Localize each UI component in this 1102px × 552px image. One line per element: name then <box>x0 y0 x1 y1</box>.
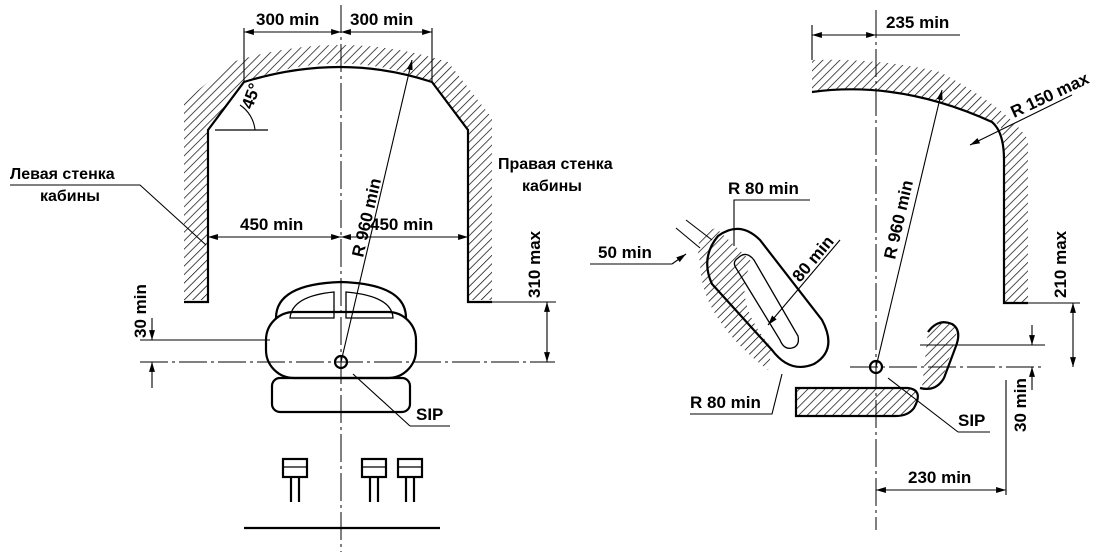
left-cab-outline <box>184 65 492 304</box>
left-wall-label-line2: кабины <box>40 188 100 205</box>
knee-hatch <box>698 228 772 370</box>
right-dim-lower: 30 min <box>1011 378 1030 432</box>
right-view: 235 min R 960 min R 150 max 210 max 30 m… <box>590 10 1092 530</box>
right-cab-outline <box>811 88 1028 305</box>
knee-radius-bottom: R 80 min <box>690 393 761 412</box>
left-roof-hatch <box>184 45 492 300</box>
knee-dim-label: 80 min <box>789 232 838 285</box>
right-dim-bottom: 230 min <box>908 468 971 487</box>
right-roof-hatch <box>812 59 1028 303</box>
right-wall-label-line1: Правая стенка <box>498 156 613 173</box>
knee-radius-top: R 80 min <box>728 179 799 198</box>
dim-height-right: 310 max <box>525 230 544 298</box>
dim-top-left: 300 min <box>256 10 319 29</box>
right-sip-label: SIP <box>958 411 985 430</box>
manikin-front: SIP <box>264 280 450 427</box>
left-wall-label-line1: Левая стенка <box>10 166 115 183</box>
offset-dim-label: 50 min <box>598 243 652 262</box>
left-view: 45° 300 min 300 min R 960 min 450 min 45… <box>10 5 613 552</box>
seat-outline <box>794 386 919 418</box>
dim-mid-right: 450 min <box>370 215 433 234</box>
knee-outline <box>706 227 830 368</box>
dim-height-left: 30 min <box>131 284 150 338</box>
right-dim-top: 235 min <box>886 13 949 32</box>
right-wall-label-line2: кабины <box>522 178 582 195</box>
dim-mid-left: 450 min <box>240 215 303 234</box>
dim-top-right: 300 min <box>350 10 413 29</box>
left-sip-label: SIP <box>416 405 443 424</box>
right-corner-radius-label: R 150 max <box>1008 69 1093 122</box>
pedals <box>244 457 440 530</box>
right-dim-height: 210 max <box>1051 230 1070 298</box>
